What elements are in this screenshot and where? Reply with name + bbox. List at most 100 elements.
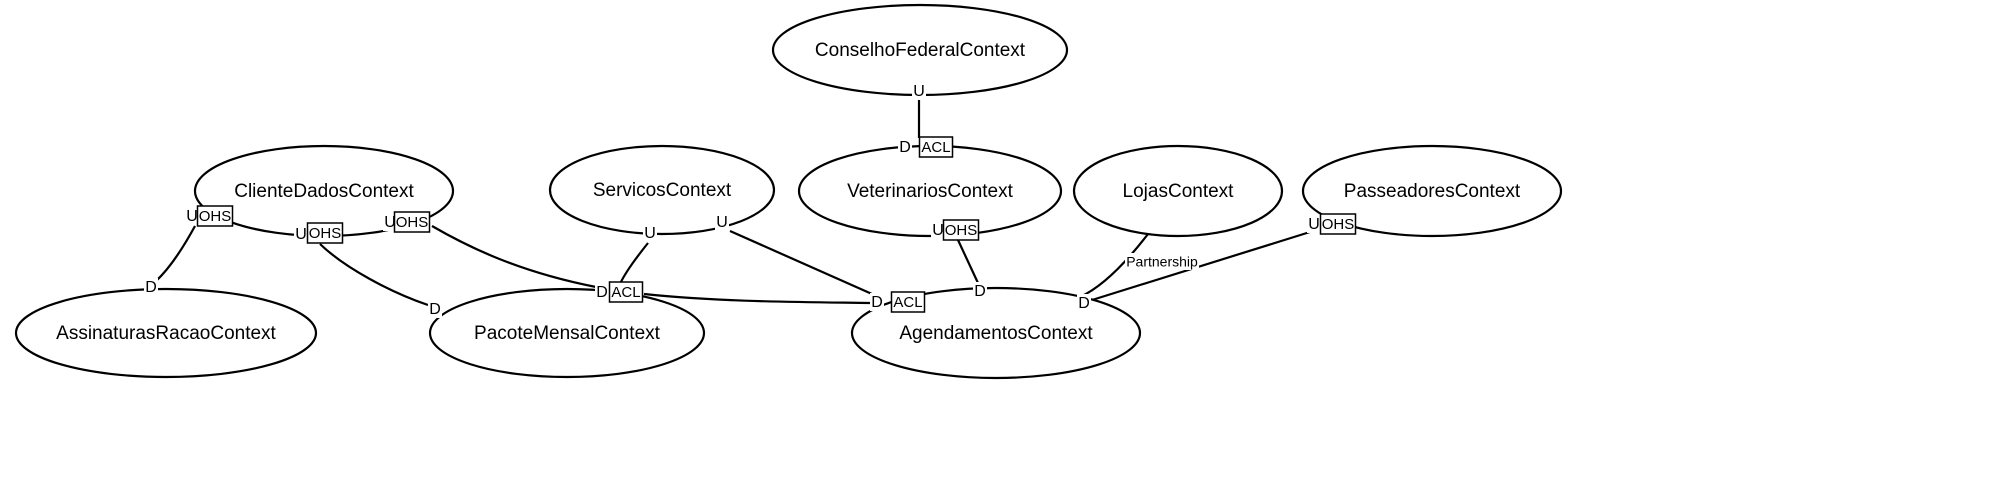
edge-servicos-to-agendamentos[interactable] xyxy=(729,229,873,296)
role-marker-d-m14: D xyxy=(1077,294,1091,312)
context-node-veterinarios[interactable]: VeterinariosContext xyxy=(797,144,1063,238)
role-marker-u-m5: U xyxy=(383,213,397,231)
role-marker-backdrop xyxy=(931,221,945,239)
context-node-servicos[interactable]: ServicosContext xyxy=(548,144,776,236)
pattern-label-box xyxy=(608,281,644,303)
role-marker-backdrop xyxy=(144,278,158,296)
edge-annotation-backdrop xyxy=(1125,253,1199,270)
role-marker-backdrop xyxy=(294,225,308,243)
pattern-label-text: ACL xyxy=(921,139,950,156)
pattern-label-text: OHS xyxy=(945,222,978,239)
role-marker-u-m8: U xyxy=(643,224,657,242)
role-marker-text: D xyxy=(974,283,986,300)
pattern-label-box xyxy=(890,291,926,313)
pattern-label-box xyxy=(1319,213,1357,235)
pattern-label-acl-p7[interactable]: ACL xyxy=(890,291,926,313)
pattern-label-text: OHS xyxy=(309,225,342,242)
context-node-passeadores[interactable]: PasseadoresContext xyxy=(1301,144,1563,238)
role-marker-text: D xyxy=(1078,295,1090,312)
role-markers-layer: U D U U U D D U U D U D D D U xyxy=(144,82,1321,318)
pattern-label-ohs-p8[interactable]: OHS xyxy=(1319,213,1357,235)
role-marker-text: U xyxy=(186,208,198,225)
role-marker-d-m7: D xyxy=(428,300,442,318)
role-marker-backdrop xyxy=(973,282,987,300)
role-marker-u-m11: U xyxy=(931,221,945,239)
pattern-label-acl-p5[interactable]: ACL xyxy=(608,281,644,303)
edge-annotations-layer: Partnership xyxy=(1125,253,1199,270)
edge-servicos-to-pacote[interactable] xyxy=(618,242,649,285)
role-marker-d-m13: D xyxy=(870,293,884,311)
role-marker-backdrop xyxy=(1307,215,1321,233)
node-label-assinaturas: AssinaturasRacaoContext xyxy=(56,323,276,344)
pattern-label-ohs-p4[interactable]: OHS xyxy=(393,211,431,233)
pattern-label-text: ACL xyxy=(893,294,922,311)
role-marker-d-m6: D xyxy=(144,278,158,296)
pattern-label-ohs-p6[interactable]: OHS xyxy=(942,219,980,241)
role-marker-u-m15: U xyxy=(1307,215,1321,233)
pattern-labels-layer: ACL OHS OHS OHS ACL OHS ACL OHS xyxy=(196,136,1357,313)
role-marker-d-m12: D xyxy=(973,282,987,300)
edge-cliente-to-pacote[interactable] xyxy=(319,243,429,307)
pattern-label-ohs-p3[interactable]: OHS xyxy=(306,222,344,244)
role-marker-backdrop xyxy=(595,283,609,301)
role-marker-backdrop xyxy=(428,300,442,318)
role-marker-text: U xyxy=(644,225,656,242)
role-marker-u-m4: U xyxy=(294,225,308,243)
role-marker-text: D xyxy=(596,284,608,301)
pattern-label-box xyxy=(393,211,431,233)
edge-veterinarios-to-agendamentos[interactable] xyxy=(957,239,979,284)
role-marker-text: U xyxy=(1308,216,1320,233)
role-marker-text: U xyxy=(716,214,728,231)
role-marker-text: U xyxy=(932,222,944,239)
role-marker-text: U xyxy=(295,226,307,243)
role-marker-backdrop xyxy=(185,207,199,225)
node-label-agendamentos: AgendamentosContext xyxy=(899,323,1093,344)
pattern-label-acl-p1[interactable]: ACL xyxy=(918,136,954,158)
node-label-cliente: ClienteDadosContext xyxy=(234,181,414,202)
role-marker-backdrop xyxy=(643,224,657,242)
role-marker-backdrop xyxy=(912,82,926,100)
role-marker-text: D xyxy=(871,294,883,311)
role-marker-backdrop xyxy=(1077,294,1091,312)
context-node-lojas[interactable]: LojasContext xyxy=(1072,144,1284,238)
edge-cliente-to-assinaturas[interactable] xyxy=(155,225,196,282)
edge-annotation-partnership: Partnership xyxy=(1125,253,1199,270)
node-ellipse-assinaturas xyxy=(14,287,318,379)
role-marker-u-m9: U xyxy=(715,213,729,231)
pattern-label-text: ACL xyxy=(611,284,640,301)
pattern-label-box xyxy=(196,205,234,227)
role-marker-text: U xyxy=(913,83,925,100)
context-node-assinaturas[interactable]: AssinaturasRacaoContext xyxy=(14,287,318,379)
pattern-label-ohs-p2[interactable]: OHS xyxy=(196,205,234,227)
pattern-label-text: OHS xyxy=(199,208,232,225)
edge-pacote-to-agendamentos[interactable] xyxy=(643,292,871,305)
edge-passeadores-to-agendamentos[interactable] xyxy=(1091,230,1311,302)
edges-layer xyxy=(155,95,1311,307)
edge-cliente-to-agendamentos[interactable] xyxy=(431,225,597,289)
edge-annotation-text: Partnership xyxy=(1126,254,1198,270)
context-node-conselho[interactable]: ConselhoFederalContext xyxy=(771,3,1069,97)
pattern-label-box xyxy=(306,222,344,244)
edge-lojas-to-agendamentos[interactable] xyxy=(1079,233,1149,298)
role-marker-backdrop xyxy=(870,293,884,311)
role-marker-backdrop xyxy=(715,213,729,231)
node-ellipse-passeadores xyxy=(1301,144,1563,238)
node-label-passeadores: PasseadoresContext xyxy=(1344,181,1521,202)
role-marker-text: D xyxy=(429,301,441,318)
node-label-servicos: ServicosContext xyxy=(593,180,732,201)
nodes-layer: ConselhoFederalContextClienteDadosContex… xyxy=(14,3,1563,380)
pattern-label-box xyxy=(918,136,954,158)
pattern-label-text: OHS xyxy=(1322,216,1355,233)
role-marker-text: D xyxy=(899,139,911,156)
pattern-label-box xyxy=(942,219,980,241)
context-node-pacote[interactable]: PacoteMensalContext xyxy=(428,287,706,379)
role-marker-backdrop xyxy=(898,138,912,156)
node-label-pacote: PacoteMensalContext xyxy=(474,323,661,344)
node-ellipse-servicos xyxy=(548,144,776,236)
role-marker-text: D xyxy=(145,279,157,296)
node-label-conselho: ConselhoFederalContext xyxy=(815,40,1026,61)
node-ellipse-pacote xyxy=(428,287,706,379)
role-marker-d-m2: D xyxy=(898,138,912,156)
